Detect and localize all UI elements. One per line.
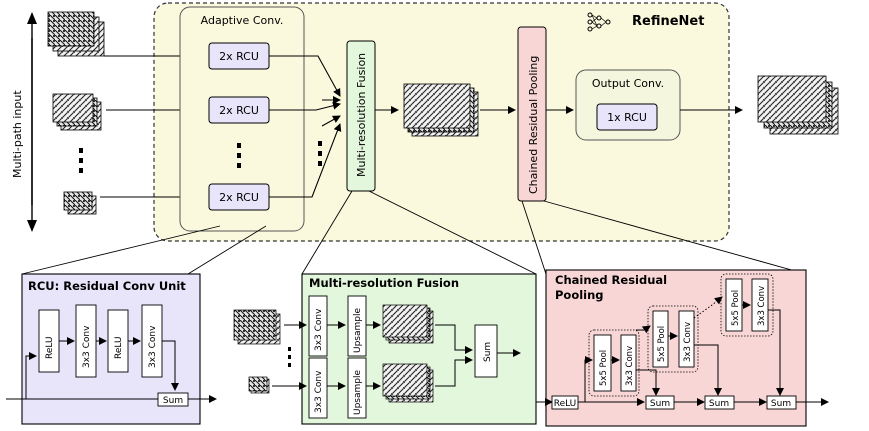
rcu-block-3-label: 2x RCU bbox=[219, 191, 259, 204]
crp-pool-3-label: 5x5 Pool bbox=[731, 290, 741, 326]
rcu-block-1-label: 2x RCU bbox=[219, 50, 259, 63]
crp-pool-1-label: 5x5 Pool bbox=[599, 350, 609, 386]
mrf-conv-2-label: 3x3 Conv bbox=[314, 370, 324, 413]
multipath-arrow-up bbox=[27, 12, 37, 24]
crp-stage1-group bbox=[588, 329, 640, 397]
input-image-small bbox=[63, 191, 97, 215]
vertical-dots bbox=[79, 148, 83, 173]
rcu-panel-sum-label: Sum bbox=[163, 396, 183, 406]
crp-stage2-group bbox=[647, 305, 699, 373]
crp-conv-2-label: 3x3 Conv bbox=[683, 322, 693, 362]
mrf-panel-title: Multi-resolution Fusion bbox=[309, 276, 459, 290]
mrf-sum-label: Sum bbox=[483, 342, 493, 362]
mrf-vertical-dots bbox=[288, 347, 291, 367]
output-image bbox=[757, 75, 839, 135]
rcu-panel-conv-1-label: 3x3 Conv bbox=[82, 325, 92, 368]
crp-conv-1 bbox=[620, 334, 637, 392]
mrf-conv-1 bbox=[308, 295, 328, 357]
refinenet-title: RefineNet bbox=[632, 14, 704, 29]
crp-pool-1 bbox=[593, 334, 612, 392]
mrf-conv-1-label: 3x3 Conv bbox=[314, 308, 324, 351]
mrf-feature-image-2 bbox=[382, 363, 434, 403]
multipath-label: Multi-path input bbox=[11, 90, 24, 178]
mrf-upsample-1-label: Upsample bbox=[353, 308, 363, 353]
rcu-block-2-label: 2x RCU bbox=[219, 104, 259, 117]
rcu-panel-conv-2-label: 3x3 Conv bbox=[148, 325, 158, 368]
crp-sum-1 bbox=[645, 395, 675, 410]
crp-sum-3 bbox=[766, 395, 797, 410]
input-image-large bbox=[47, 11, 105, 57]
output-rcu-label: 1x RCU bbox=[607, 111, 647, 124]
multipath-arrow-down bbox=[27, 220, 37, 232]
crp-panel-title-line1: Chained Residual bbox=[555, 273, 667, 287]
input-image-medium bbox=[52, 93, 102, 131]
crp-block-label: Chained Residual Pooling bbox=[527, 56, 540, 194]
crp-conv-2 bbox=[678, 310, 695, 368]
crp-sum-2-label: Sum bbox=[709, 399, 729, 409]
mrf-conv-2 bbox=[308, 357, 328, 419]
rcu-panel-title: RCU: Residual Conv Unit bbox=[28, 279, 186, 293]
crp-conv-1-label: 3x3 Conv bbox=[625, 346, 635, 386]
crp-relu-label: ReLU bbox=[554, 399, 577, 409]
crp-sum-1-label: Sum bbox=[650, 399, 670, 409]
mrf-sum bbox=[474, 324, 498, 378]
mrf-feature-image-1 bbox=[382, 304, 434, 344]
rcu-panel-relu-1-label: ReLU bbox=[45, 336, 55, 359]
crp-panel-title-line2: Pooling bbox=[555, 288, 604, 302]
crp-sum-3-label: Sum bbox=[771, 399, 791, 409]
mrf-input-image-small bbox=[248, 376, 270, 394]
mrf-block-label: Multi-resolution Fusion bbox=[355, 53, 368, 177]
crp-conv-3 bbox=[751, 278, 769, 332]
mrf-upsample-1 bbox=[347, 295, 367, 357]
mrf-upsample-2 bbox=[347, 357, 367, 419]
rcu-vertical-dots bbox=[237, 143, 241, 168]
crp-pool-2 bbox=[652, 310, 669, 368]
mrf-input-image-large bbox=[233, 309, 281, 345]
network-icon bbox=[587, 12, 611, 32]
output-conv-title: Output Conv. bbox=[592, 77, 664, 90]
fused-feature-image bbox=[403, 83, 479, 137]
crp-conv-3-label: 3x3 Conv bbox=[757, 286, 767, 326]
crp-block bbox=[517, 26, 547, 202]
crp-stage3-group bbox=[720, 273, 774, 337]
crp-sum-2 bbox=[704, 395, 735, 410]
crp-pool-2-label: 5x5 Pool bbox=[657, 326, 667, 362]
mrf-block bbox=[346, 40, 376, 192]
adaptive-conv-title: Adaptive Conv. bbox=[201, 14, 284, 27]
output-rcu-block bbox=[596, 103, 658, 131]
mrf-upsample-2-label: Upsample bbox=[353, 370, 363, 415]
rcu-panel-relu-2-label: ReLU bbox=[114, 336, 124, 359]
rcu-panel-sum bbox=[157, 392, 189, 407]
mrf-input-dots bbox=[318, 141, 322, 166]
